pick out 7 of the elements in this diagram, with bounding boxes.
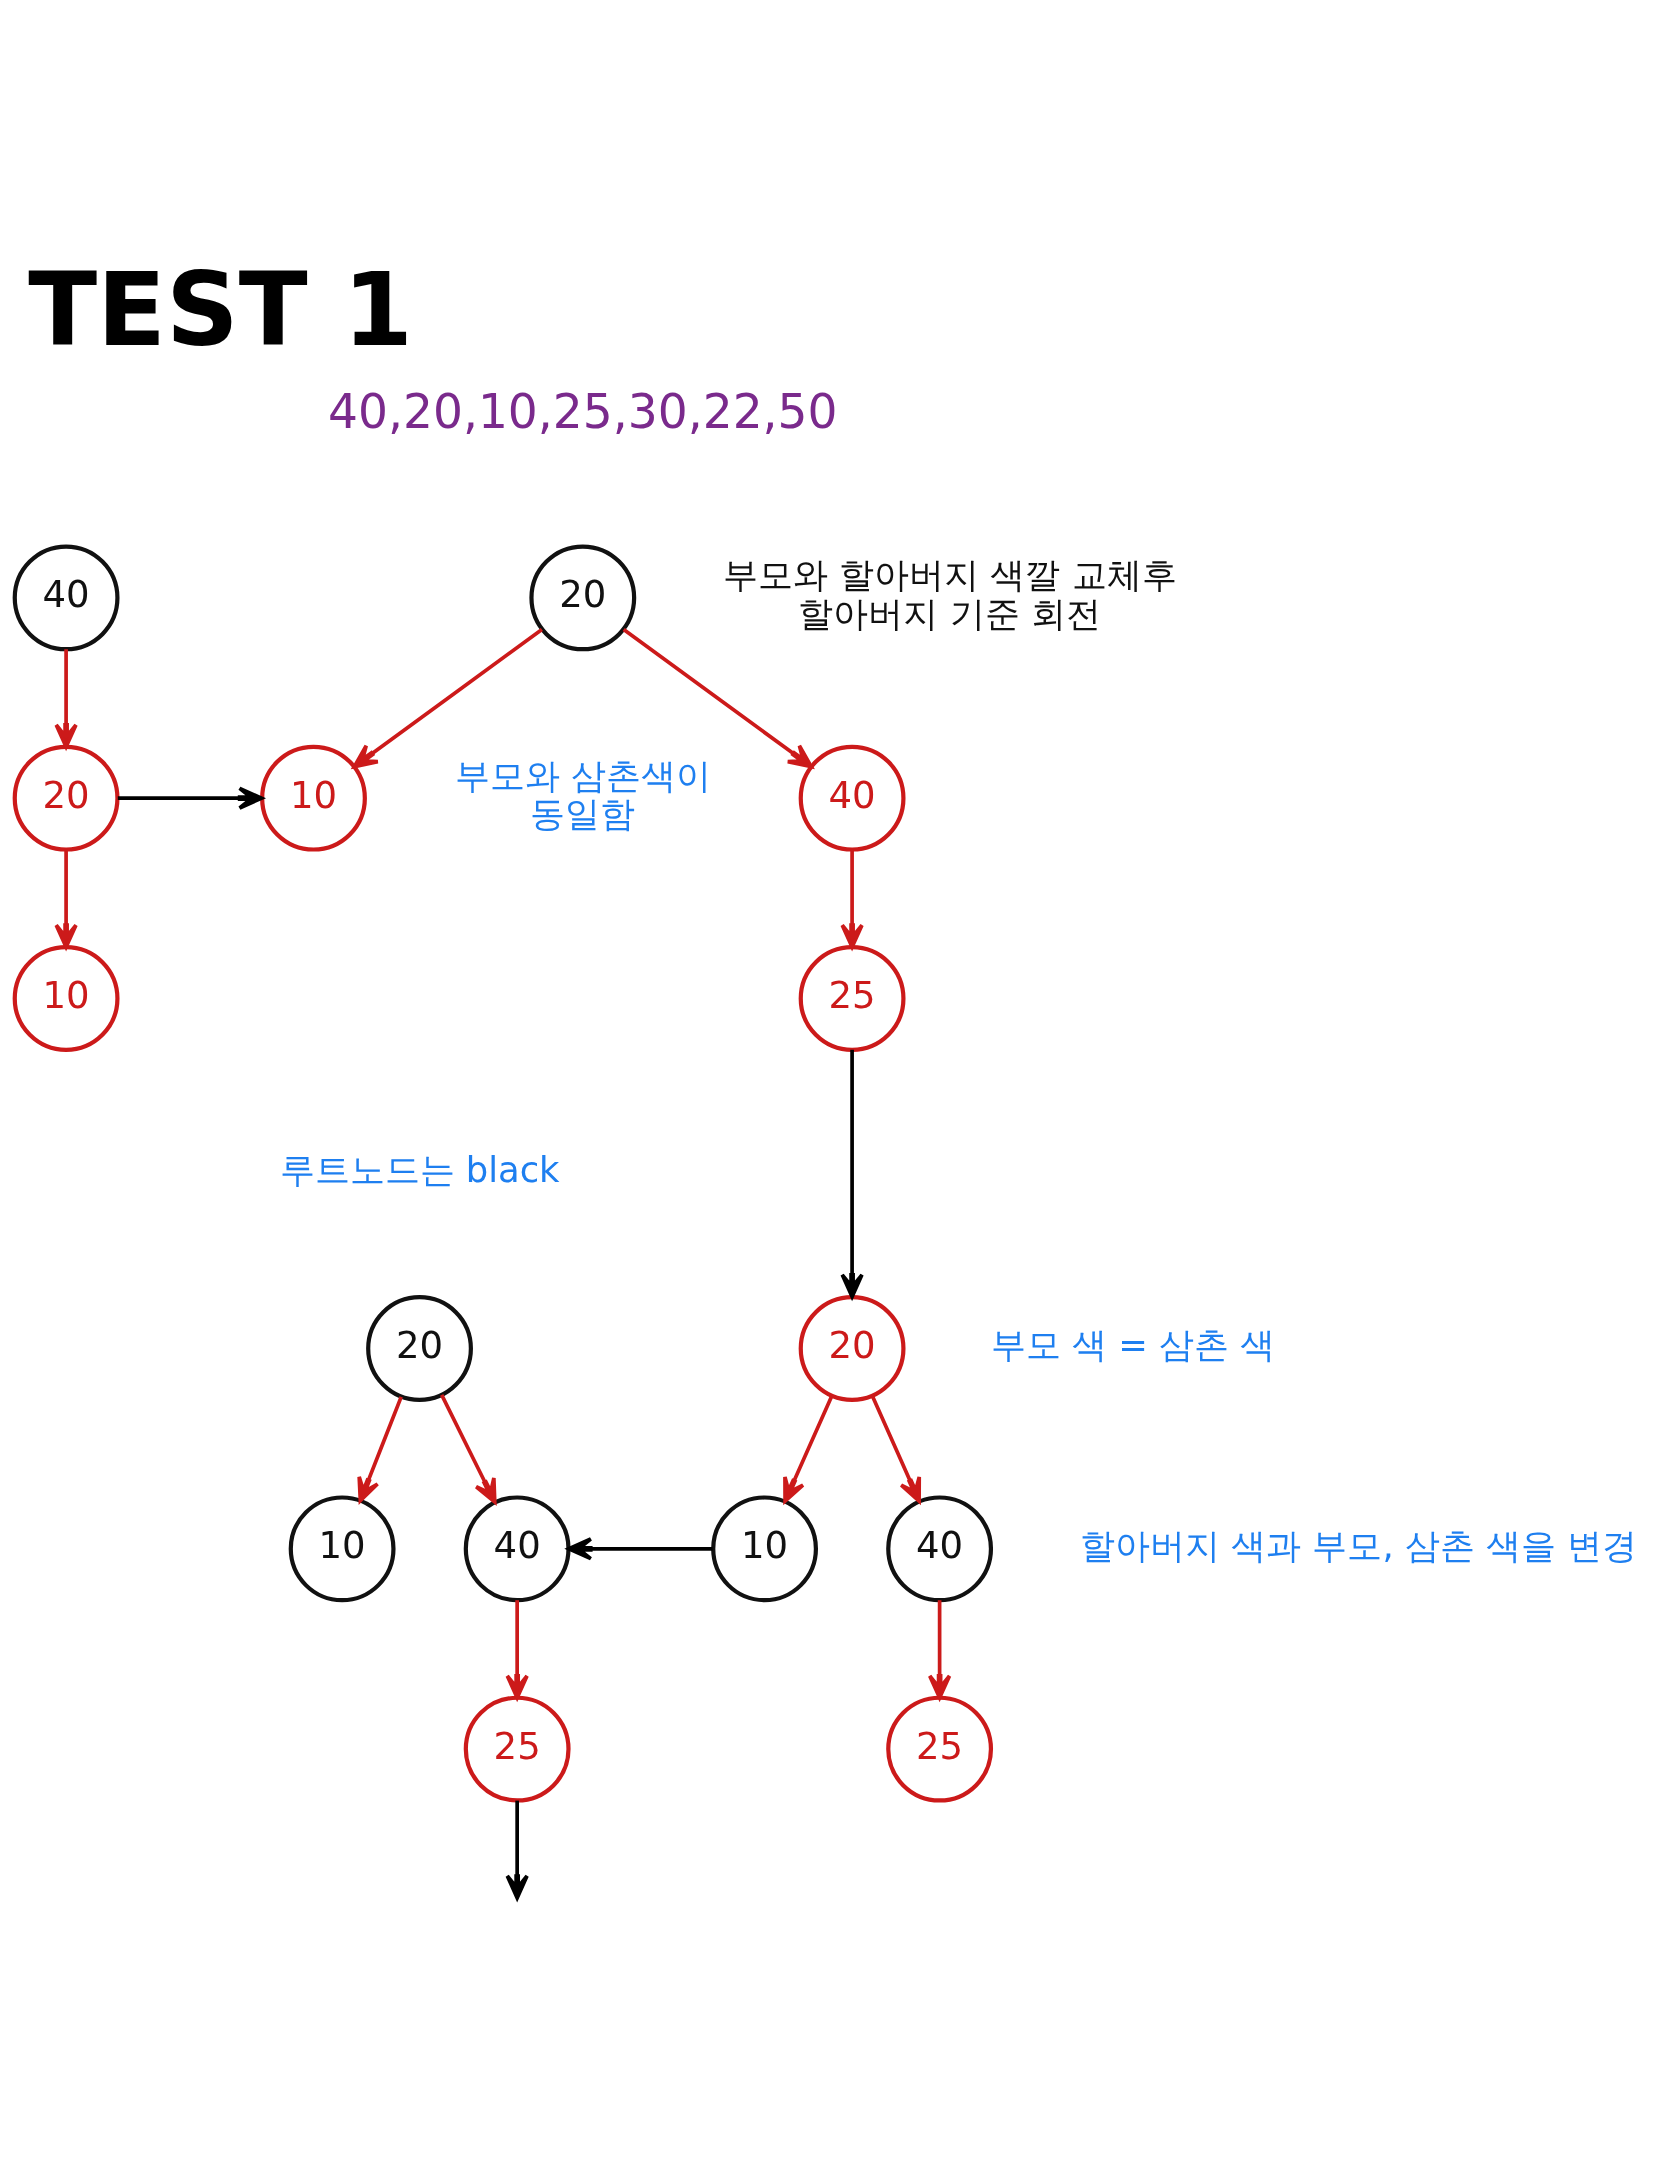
- label: 부모와 삼촌색이 동일함: [454, 754, 711, 834]
- label: 부모 색 = 삼촌 색: [990, 1323, 1276, 1365]
- label: 40,20,10,25,30,22,50: [328, 383, 838, 439]
- label: 루트노드는 black: [279, 1148, 560, 1190]
- label: 부모와 할아버지 색깔 교체후 할아버지 기준 회전: [722, 553, 1177, 634]
- label: 할아버지 색과 부모, 삼촌 색을 변경: [1080, 1524, 1638, 1566]
- diagram-title: TEST 1: [28, 250, 414, 369]
